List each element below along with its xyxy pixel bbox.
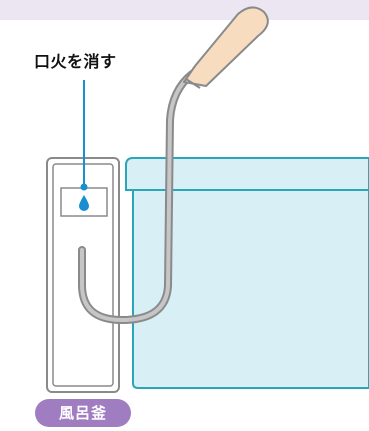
water-heater-badge: 風呂釜 <box>35 399 131 427</box>
water-drop-icon <box>79 195 89 211</box>
shower-hose <box>78 70 196 325</box>
bathtub-rim <box>125 157 369 191</box>
callout-dot <box>80 183 88 191</box>
callout-label: 口火を消す <box>34 52 117 71</box>
callout <box>80 80 88 191</box>
top-band <box>0 0 369 20</box>
shower-head <box>183 6 269 89</box>
bathtub <box>125 157 369 389</box>
bathtub-body <box>132 167 369 389</box>
